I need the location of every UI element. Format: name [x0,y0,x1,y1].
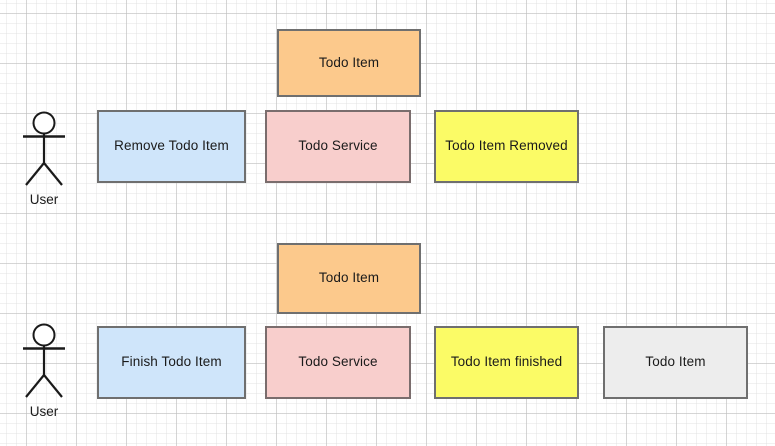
node-label: Todo Service [298,354,378,370]
node-command-remove-todo-item[interactable]: Remove Todo Item [97,110,246,183]
node-label: Todo Service [298,138,378,154]
actor-stick-figure-icon [23,323,65,398]
actor-label: User [29,404,59,419]
node-label: Todo Item finished [450,354,563,370]
node-event-todo-item-removed[interactable]: Todo Item Removed [434,110,579,183]
actor-label: User [29,192,59,207]
node-label: Todo Item Removed [445,138,568,154]
node-service-todo-service-bottom[interactable]: Todo Service [265,326,411,399]
node-service-todo-service-top[interactable]: Todo Service [265,110,411,183]
node-event-todo-item-finished[interactable]: Todo Item finished [434,326,579,399]
node-label: Finish Todo Item [121,354,222,370]
node-label: Todo Item [645,354,706,370]
actor-user-top[interactable]: User [16,110,72,207]
node-readmodel-todo-item[interactable]: Todo Item [603,326,748,399]
node-label: Todo Item [318,270,380,286]
node-label: Remove Todo Item [114,138,229,154]
node-label: Todo Item [318,54,380,70]
node-aggregate-todo-item-top[interactable]: Todo Item [277,29,421,97]
node-aggregate-todo-item-bottom[interactable]: Todo Item [277,243,421,314]
actor-user-bottom[interactable]: User [16,322,72,419]
actor-stick-figure-icon [23,111,65,186]
node-command-finish-todo-item[interactable]: Finish Todo Item [97,326,246,399]
